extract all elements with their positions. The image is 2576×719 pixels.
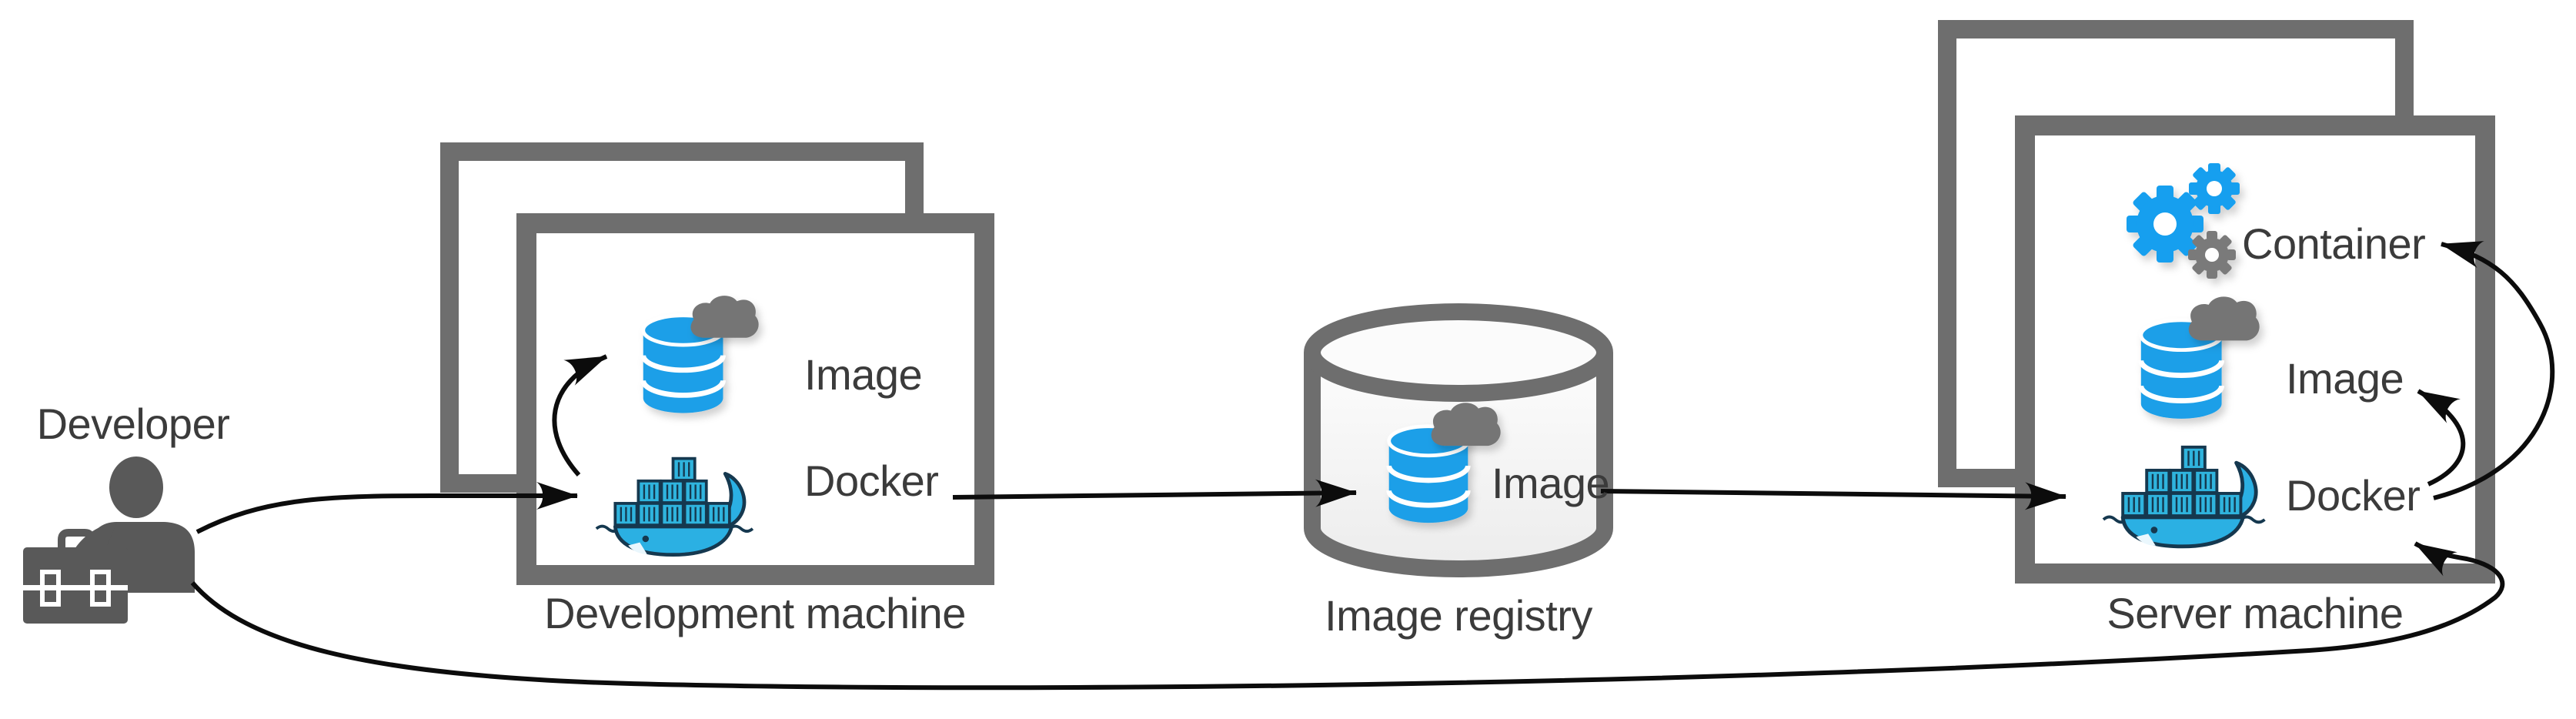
development-machine-label: Development machine: [544, 589, 966, 637]
image-registry-label: Image registry: [1325, 591, 1592, 640]
server-machine-image-label: Image: [2286, 354, 2404, 403]
server-machine-container-label: Container: [2242, 219, 2426, 268]
arrow-dev-machine-to-registry: [952, 479, 1357, 507]
toolbox-icon: [23, 529, 128, 624]
arrow-developer-to-server-machine: [190, 541, 2505, 691]
developer-icon: [23, 456, 195, 624]
dev-machine-docker-label: Docker: [804, 456, 939, 505]
arrow-developer-to-dev-machine: [195, 482, 578, 534]
server-machine-label: Server machine: [2107, 589, 2404, 637]
arrow-server-docker-to-image: [2417, 389, 2466, 487]
arrow-dev-docker-to-image: [552, 354, 608, 477]
server-machine-docker-label: Docker: [2286, 471, 2421, 520]
dev-machine-image-label: Image: [804, 350, 923, 399]
registry-image-label: Image: [1492, 459, 1610, 507]
arrow-server-docker-to-container: [2433, 241, 2555, 500]
developer-label: Developer: [36, 400, 230, 448]
arrow-registry-to-server-machine: [1600, 482, 2066, 510]
development-machine-box: [516, 213, 994, 585]
